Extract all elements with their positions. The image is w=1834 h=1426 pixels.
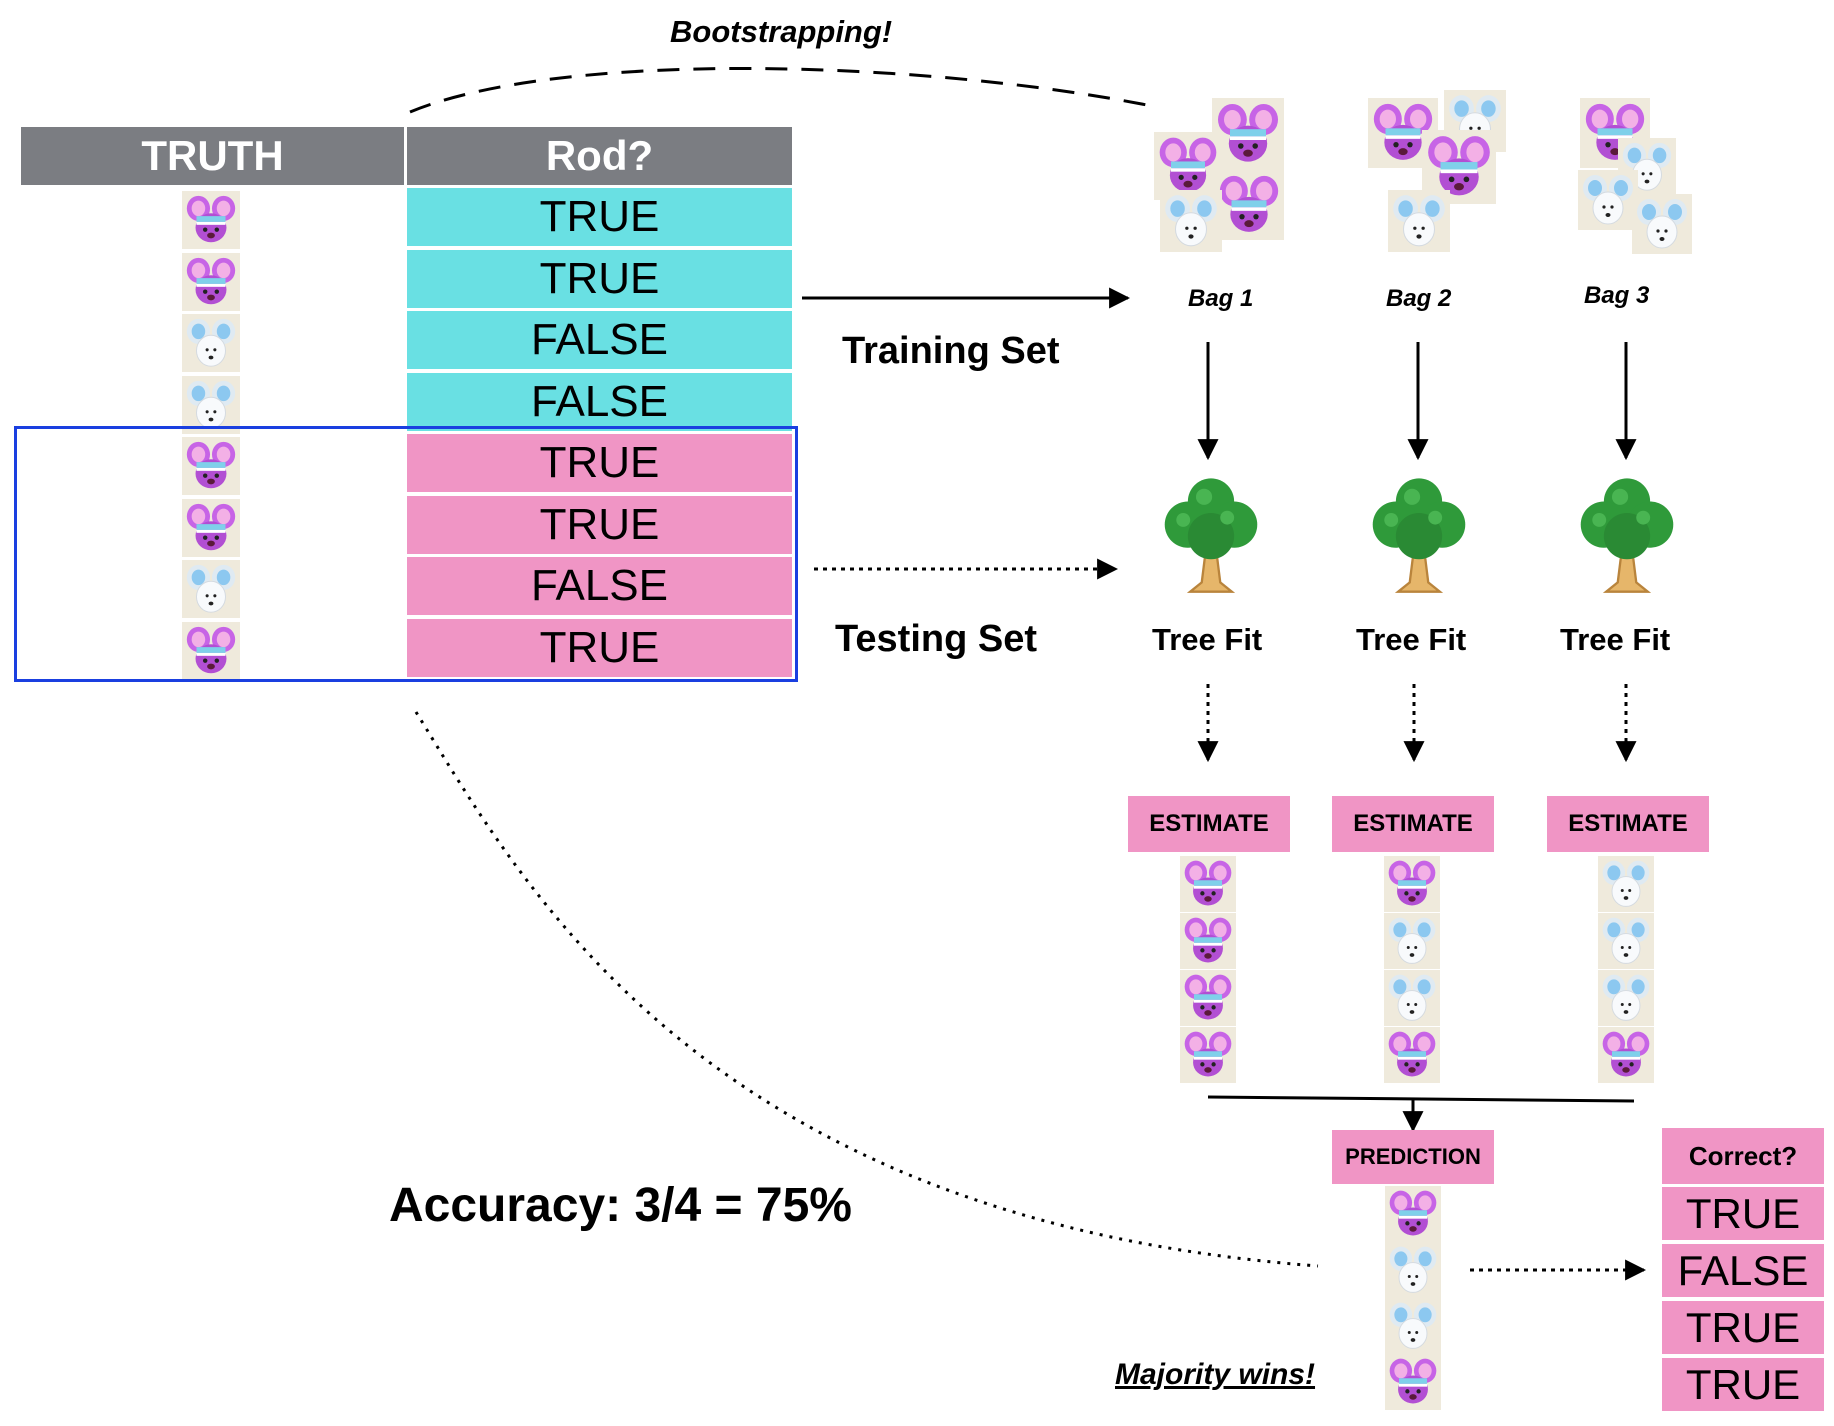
tree1-icon bbox=[1163, 477, 1259, 593]
mouse-white-icon bbox=[1598, 970, 1654, 1026]
mouse-pink-icon bbox=[1180, 970, 1236, 1026]
tree2-icon bbox=[1371, 477, 1467, 593]
mouse-white-icon bbox=[1598, 913, 1654, 969]
bag3-label: Bag 3 bbox=[1584, 282, 1650, 309]
tree3-icon bbox=[1579, 477, 1675, 593]
tree3-label: Tree Fit bbox=[1560, 622, 1671, 657]
truth-header: TRUTH bbox=[21, 127, 404, 185]
tree2-label: Tree Fit bbox=[1356, 622, 1467, 657]
mouse-pink-icon bbox=[1385, 1186, 1441, 1242]
mouse-pink-icon bbox=[1180, 856, 1236, 912]
correct-cell: FALSE bbox=[1662, 1244, 1824, 1300]
bag1-label: Bag 1 bbox=[1188, 285, 1254, 312]
correct-tag: Correct? bbox=[1662, 1128, 1824, 1184]
mouse-pink-icon bbox=[1212, 98, 1284, 170]
rod-cell: FALSE bbox=[407, 557, 792, 618]
mouse-pink-icon bbox=[1384, 856, 1440, 912]
prediction-tag: PREDICTION bbox=[1332, 1130, 1494, 1184]
training-set-label: Training Set bbox=[842, 330, 1060, 372]
tree1-label: Tree Fit bbox=[1152, 622, 1263, 657]
mouse-white-icon bbox=[1385, 1298, 1441, 1354]
rod-cell: TRUE bbox=[407, 188, 792, 249]
accuracy-arc bbox=[414, 711, 1319, 1268]
rod-cell: FALSE bbox=[407, 372, 792, 434]
rod-cell: TRUE bbox=[407, 434, 792, 495]
bootstrap-title: Bootstrapping! bbox=[670, 14, 893, 49]
mouse-white-icon bbox=[1578, 170, 1638, 230]
correct-cell: TRUE bbox=[1662, 1187, 1824, 1243]
testing-set-label: Testing Set bbox=[835, 618, 1037, 660]
majority-label: Majority wins! bbox=[1115, 1358, 1316, 1391]
correct-cell: TRUE bbox=[1662, 1301, 1824, 1357]
rod-header: Rod? bbox=[407, 127, 792, 185]
rod-cell: TRUE bbox=[407, 618, 792, 680]
mouse-white-icon bbox=[1632, 194, 1692, 254]
mouse-white-icon bbox=[1598, 856, 1654, 912]
correct-cell: TRUE bbox=[1662, 1358, 1824, 1414]
testing-highlight-box bbox=[14, 426, 798, 682]
mouse-pink-icon bbox=[1385, 1354, 1441, 1410]
estimate2-tag: ESTIMATE bbox=[1332, 796, 1494, 852]
rod-cell: TRUE bbox=[407, 495, 792, 557]
estimate3-tag: ESTIMATE bbox=[1547, 796, 1709, 852]
rod-cell: TRUE bbox=[407, 249, 792, 311]
mouse-white-icon bbox=[1385, 1242, 1441, 1298]
estimate1-tag: ESTIMATE bbox=[1128, 796, 1290, 852]
mouse-white-icon bbox=[1384, 913, 1440, 969]
mouse-pink-icon bbox=[1180, 1027, 1236, 1083]
mouse-white-icon bbox=[1160, 190, 1222, 252]
rod-cell: FALSE bbox=[407, 311, 792, 372]
mouse-pink-icon bbox=[1180, 913, 1236, 969]
accuracy-label: Accuracy: 3/4 = 75% bbox=[389, 1179, 852, 1232]
bootstrap-arc bbox=[409, 67, 1153, 114]
mouse-white-icon bbox=[1384, 970, 1440, 1026]
mouse-pink-icon bbox=[1214, 170, 1284, 240]
combine-line bbox=[1207, 1095, 1635, 1103]
mouse-white-icon bbox=[1388, 190, 1450, 252]
mouse-pink-icon bbox=[1384, 1027, 1440, 1083]
bag2-label: Bag 2 bbox=[1386, 285, 1452, 312]
mouse-pink-icon bbox=[1598, 1027, 1654, 1083]
